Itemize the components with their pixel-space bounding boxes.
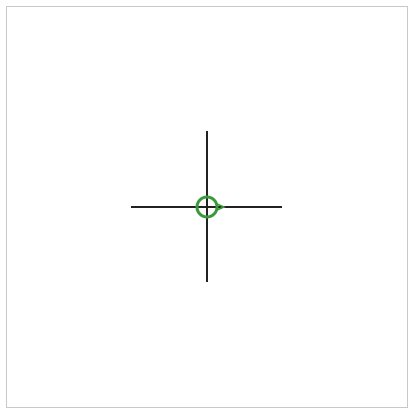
canvas-area[interactable]	[6, 6, 408, 408]
